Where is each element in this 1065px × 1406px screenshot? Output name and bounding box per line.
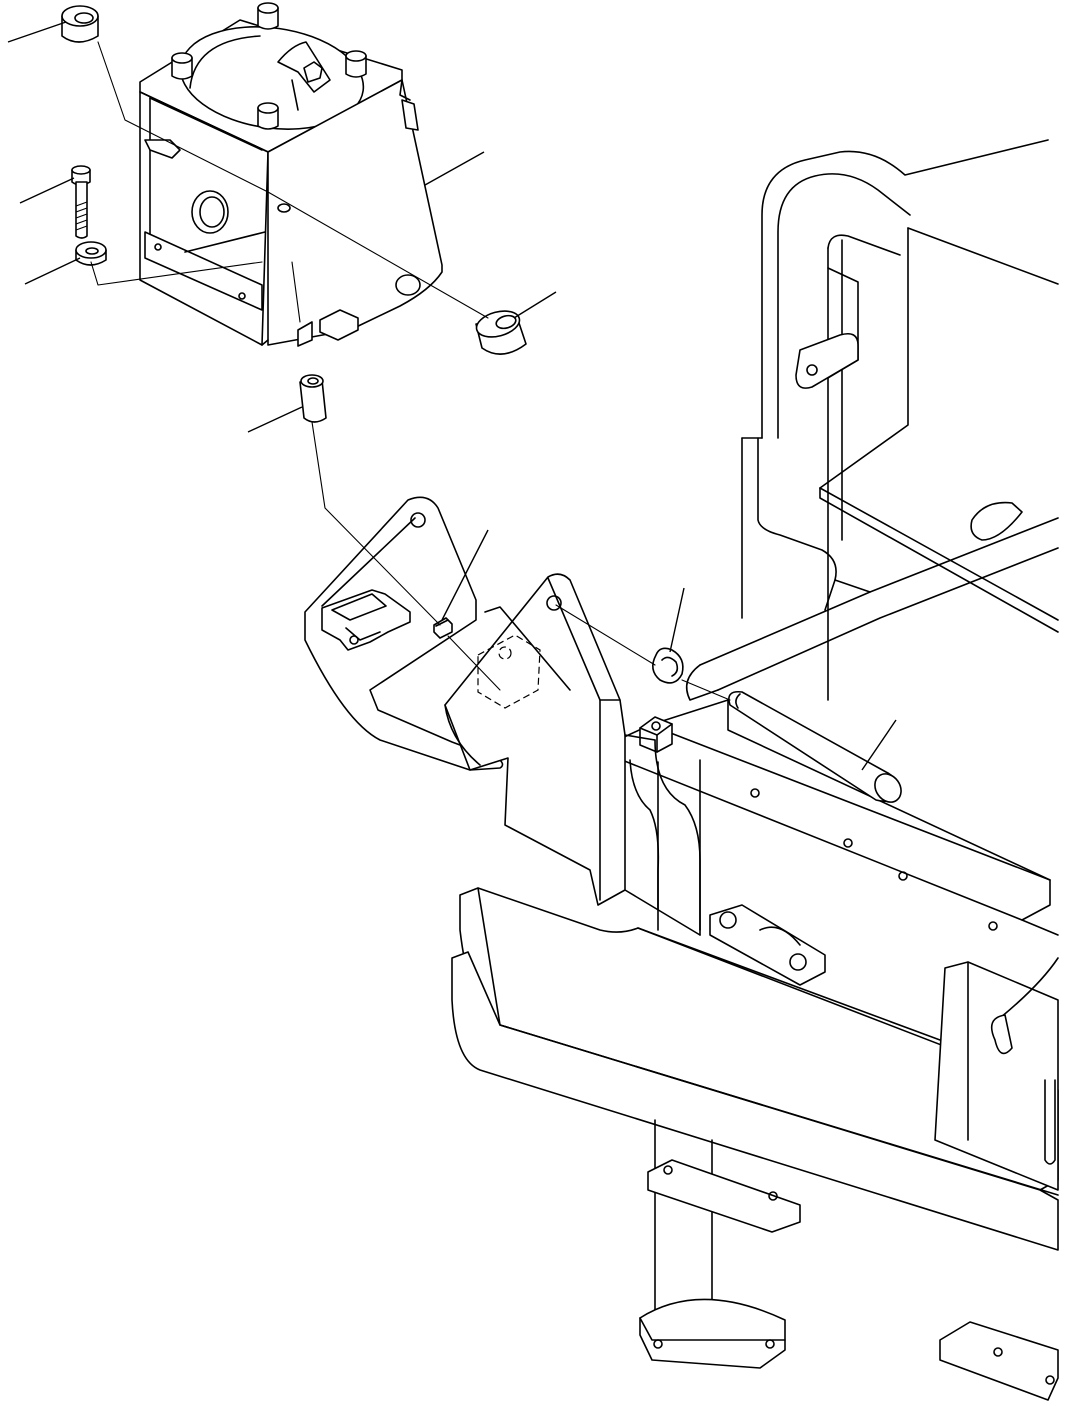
pivot-housing [140, 3, 442, 346]
lower-bracket-plate [648, 1160, 800, 1232]
leader-bushing-right [514, 292, 556, 318]
pin [729, 692, 907, 807]
internal-nut [304, 62, 322, 82]
leader-snap-ring [670, 588, 684, 652]
clip-tab [971, 503, 1022, 540]
lower-leg [655, 1120, 712, 1316]
cross-rail [687, 518, 1058, 700]
foot-pad [640, 1299, 785, 1368]
bolt [72, 166, 90, 238]
bushing-top [62, 6, 98, 42]
leader-washer [25, 258, 80, 284]
leader-lines [8, 22, 896, 770]
footplate-upper [710, 905, 825, 985]
leader-bolt [20, 178, 74, 203]
square-block [640, 717, 672, 752]
curved-leg [630, 740, 700, 935]
lower-rail [452, 888, 1058, 1250]
tab-bracket [796, 268, 858, 388]
leader-sleeve [248, 407, 302, 432]
end-plate [935, 958, 1058, 1190]
corner-bosses [172, 3, 366, 129]
sleeve [300, 375, 326, 422]
leader-nut [442, 530, 488, 620]
main-frame [452, 140, 1058, 1400]
cab-tube [762, 140, 1058, 700]
hidden-nut-plate [478, 635, 540, 708]
leader-housing [425, 152, 484, 185]
bushing-right [474, 307, 526, 354]
hidden-hole [499, 647, 511, 659]
snap-ring [653, 648, 683, 683]
main-beam [622, 700, 1058, 935]
pivot-bracket [305, 497, 700, 935]
explosion-lines [91, 42, 730, 700]
vertical-post [742, 438, 836, 618]
leader-bushing-top [8, 22, 66, 42]
bottom-right-plate [940, 1322, 1058, 1400]
leader-pin [862, 720, 896, 770]
